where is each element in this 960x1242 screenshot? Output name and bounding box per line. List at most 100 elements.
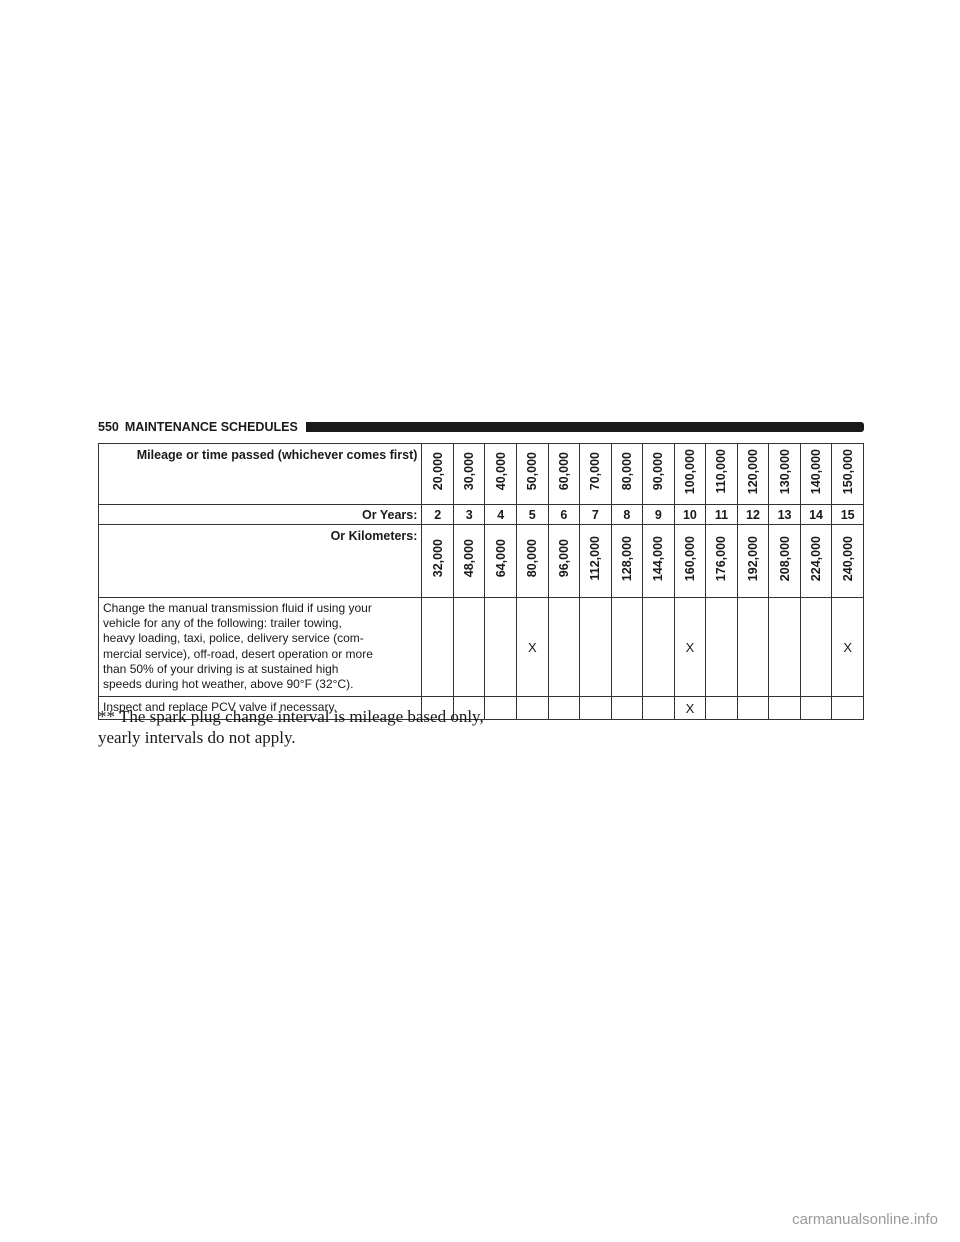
kilometer-cell: 112,000 [579,524,612,598]
kilometer-value: 144,000 [651,535,666,582]
mileage-value: 140,000 [809,448,824,495]
page-header: 550 MAINTENANCE SCHEDULES [98,418,864,436]
service-mark: X [673,696,707,721]
service-mark [642,696,675,721]
service-mark [579,696,612,721]
kilometer-value: 96,000 [556,539,571,578]
kilometer-cell: 48,000 [452,524,486,598]
mileage-value: 120,000 [746,448,760,495]
years-label: Or Years: [97,504,423,525]
service-mark [452,696,486,721]
year-cell: 7 [579,504,612,525]
mileage-cell: 90,000 [642,443,675,505]
kilometer-value: 176,000 [714,535,729,582]
service-mark [768,596,801,698]
kilometer-value: 64,000 [493,539,508,578]
section-title: MAINTENANCE SCHEDULES [124,420,298,434]
service-mark [484,696,518,721]
kilometer-value: 48,000 [462,539,477,578]
year-cell: 9 [642,504,675,525]
service-mark: X [673,596,707,698]
service-mark [484,596,518,698]
service-mark [421,696,454,721]
kilometer-cell: 224,000 [799,524,833,598]
mileage-cell: 110,000 [705,443,738,505]
kilometer-value: 128,000 [619,535,634,582]
footnote-line-2: yearly intervals do not apply. [98,728,296,747]
service-description-line: than 50% of your driving is at sustained… [103,661,339,676]
kilometer-cell: 80,000 [516,524,549,598]
service-mark [547,596,581,698]
service-row: Change the manual transmission fluid if … [97,596,864,698]
kilometer-value: 192,000 [746,535,760,582]
year-cell: 5 [516,504,549,525]
year-cell: 8 [610,504,644,525]
service-row: Inspect and replace PCV valve if necessa… [97,696,864,721]
service-mark [579,596,612,698]
mileage-value: 110,000 [714,449,729,494]
service-mark [736,596,770,698]
mileage-value: 40,000 [493,452,508,491]
mileage-cell: 20,000 [421,443,454,505]
service-mark [799,596,833,698]
year-cell: 2 [421,504,454,525]
mileage-cell: 40,000 [484,443,518,505]
kilometer-value: 240,000 [840,535,855,582]
maintenance-table: Mileage or time passed (whichever comes … [97,443,864,721]
mileage-value: 60,000 [556,452,571,491]
year-cell: 10 [673,504,707,525]
mileage-value: 20,000 [430,452,445,491]
year-cell: 11 [705,504,738,525]
mileage-cell: 50,000 [516,443,549,505]
service-description-line: heavy loading, taxi, police, delivery se… [103,631,364,646]
service-description-line: Change the manual transmission fluid if … [103,601,372,615]
kilometers-label: Or Kilometers: [97,524,423,598]
mileage-cell: 70,000 [579,443,612,505]
footnote-line-1: ** The spark plug change interval is mil… [98,707,484,726]
mileage-cell: 150,000 [831,443,864,505]
kilometer-cell: 208,000 [768,524,801,598]
service-mark [421,596,454,698]
mileage-value: 90,000 [651,452,666,491]
service-mark: X [831,596,864,698]
mileage-value: 30,000 [462,452,477,491]
mileage-row: Mileage or time passed (whichever comes … [97,443,864,505]
mileage-value: 80,000 [619,452,634,491]
mileage-cell: 80,000 [610,443,644,505]
page-number: 550 [98,420,119,434]
kilometer-value: 160,000 [682,535,697,582]
kilometer-cell: 64,000 [484,524,518,598]
service-mark [705,696,738,721]
footnote: ** The spark plug change interval is mil… [98,706,618,748]
service-mark [452,596,486,698]
service-description-line: Inspect and replace PCV valve if necessa… [103,700,337,715]
service-mark [768,696,801,721]
mileage-value: 100,000 [682,448,697,495]
mileage-cell: 120,000 [736,443,770,505]
header-rule [305,422,864,432]
year-cell: 14 [799,504,833,525]
kilometer-cell: 128,000 [610,524,644,598]
service-description: Inspect and replace PCV valve if necessa… [97,696,423,721]
year-cell: 13 [768,504,801,525]
service-description: Change the manual transmission fluid if … [97,596,423,698]
mileage-cell: 100,000 [673,443,707,505]
service-description-line: vehicle for any of the following: traile… [103,616,342,631]
mileage-cell: 130,000 [768,443,801,505]
service-mark [831,696,864,721]
year-cell: 12 [736,504,770,525]
kilometer-cell: 176,000 [705,524,738,598]
year-cell: 3 [452,504,486,525]
kilometer-cell: 160,000 [673,524,707,598]
kilometer-cell: 144,000 [642,524,675,598]
year-cell: 6 [547,504,581,525]
mileage-value: 70,000 [588,452,603,491]
kilometer-cell: 192,000 [736,524,770,598]
watermark: carmanualsonline.info [792,1211,938,1228]
service-description-line: mercial service), off-road, desert opera… [103,646,373,661]
kilometer-value: 112,000 [588,536,603,581]
kilometer-value: 32,000 [430,539,445,578]
service-mark [799,696,833,721]
